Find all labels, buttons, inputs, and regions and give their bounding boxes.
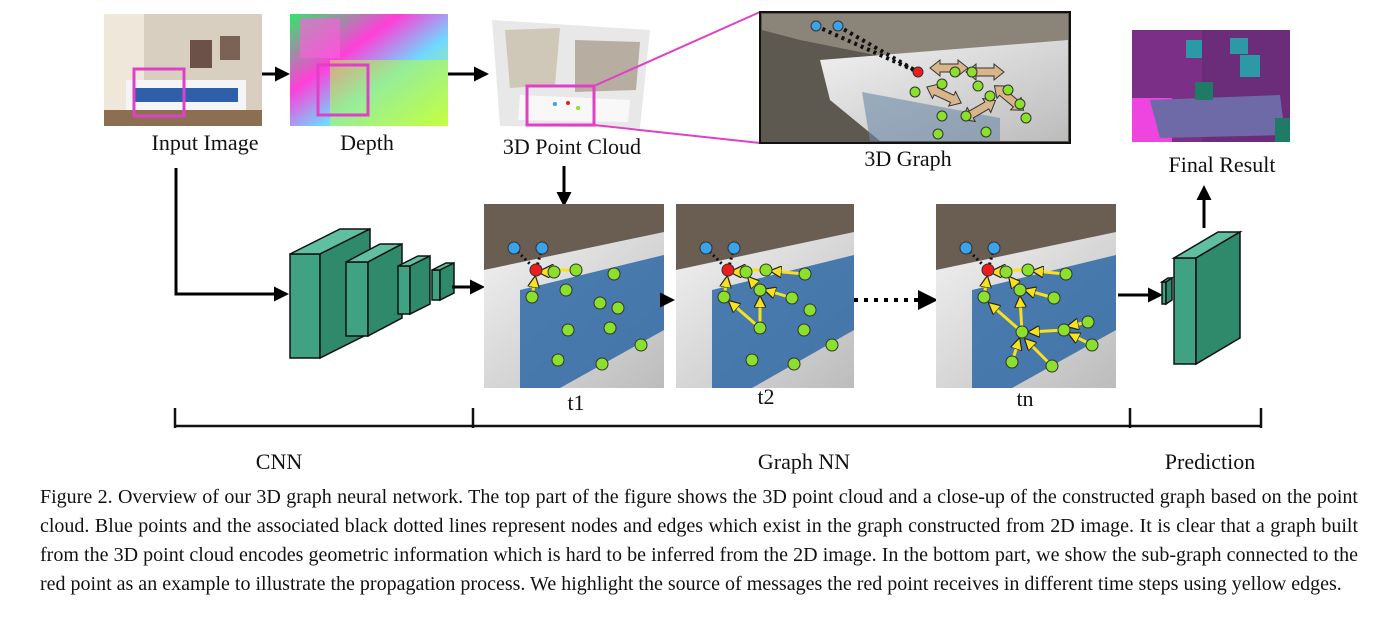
tn-label: tn [1016, 386, 1033, 411]
section-bracket [173, 408, 1263, 428]
graph-closeup-edges [815, 24, 919, 74]
point-cloud-thumbnail [492, 20, 650, 128]
pointcloud-highlight-box [525, 84, 596, 127]
zoom-line-top [593, 11, 761, 87]
graph-closeup [759, 11, 1071, 144]
zoom-line-bottom [593, 124, 761, 144]
depth-label: Depth [340, 130, 394, 155]
cnn-blocks [289, 227, 455, 360]
panel-t2 [676, 204, 854, 388]
depth-highlight-box [316, 63, 370, 117]
final-result-thumbnail [1132, 30, 1290, 142]
input-image-label: Input Image [152, 130, 259, 155]
panel-tn [936, 204, 1116, 388]
t1-label: t1 [567, 390, 584, 415]
final-result-label: Final Result [1169, 152, 1276, 177]
graph-closeup-nodes [810, 20, 1032, 140]
t2-label: t2 [757, 384, 774, 409]
input-highlight-box [132, 67, 186, 118]
figure-caption: Figure 2. Overview of our 3D graph neura… [40, 486, 1358, 595]
cnn-label: CNN [256, 449, 303, 474]
input-image-thumbnail [104, 14, 262, 126]
point-cloud-label: 3D Point Cloud [503, 134, 641, 159]
depth-map-thumbnail [290, 14, 448, 126]
graph-nn-label: Graph NN [758, 449, 850, 474]
prediction-label: Prediction [1165, 449, 1255, 474]
prediction-blocks [1159, 230, 1243, 366]
diagram: Input Image Depth 3D Point Cloud [104, 11, 1290, 474]
graph-3d-label: 3D Graph [864, 146, 951, 171]
arrow-input-to-cnn [174, 168, 289, 302]
panel-t1 [484, 204, 664, 388]
